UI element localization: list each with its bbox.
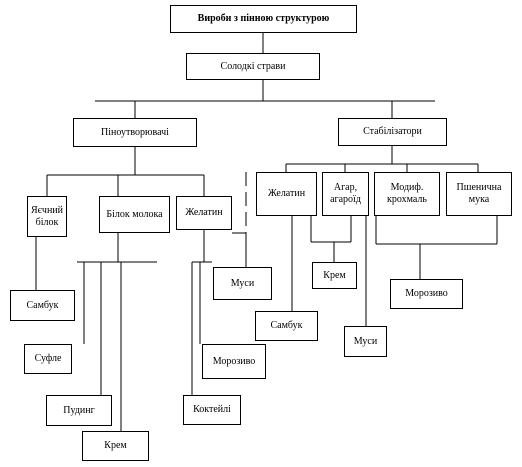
node-souffle: Суфле <box>24 344 72 374</box>
node-foaming-agents: Піноутворювачі <box>73 118 197 147</box>
node-agar: Агар, агароїд <box>322 172 369 216</box>
node-modified-starch: Модиф. крохмаль <box>374 172 440 216</box>
node-cream-2: Крем <box>312 262 357 289</box>
node-cocktails: Коктейлі <box>183 395 241 425</box>
node-sweet-dishes: Солодкі страви <box>186 53 320 80</box>
node-root: Вироби з пінною структурою <box>170 5 357 33</box>
node-stabilizers: Стабілізатори <box>338 118 447 146</box>
node-milk-protein: Білок молока <box>99 196 170 233</box>
node-mousse-1: Муси <box>213 267 272 300</box>
node-sambuk-1: Самбук <box>10 290 75 321</box>
node-wheat-flour: Пшенична мука <box>446 172 512 216</box>
node-cream-1: Крем <box>82 431 149 461</box>
node-mousse-2: Муси <box>344 326 387 357</box>
node-gelatin-foam: Желатин <box>176 196 232 230</box>
node-ice-cream-2: Морозиво <box>390 279 463 309</box>
node-egg-white: Яєчний білок <box>27 196 67 237</box>
node-sambuk-2: Самбук <box>255 311 318 341</box>
node-ice-cream-1: Морозиво <box>202 344 266 379</box>
node-gelatin-stab: Желатин <box>256 172 317 216</box>
node-pudding: Пудинг <box>46 395 112 426</box>
